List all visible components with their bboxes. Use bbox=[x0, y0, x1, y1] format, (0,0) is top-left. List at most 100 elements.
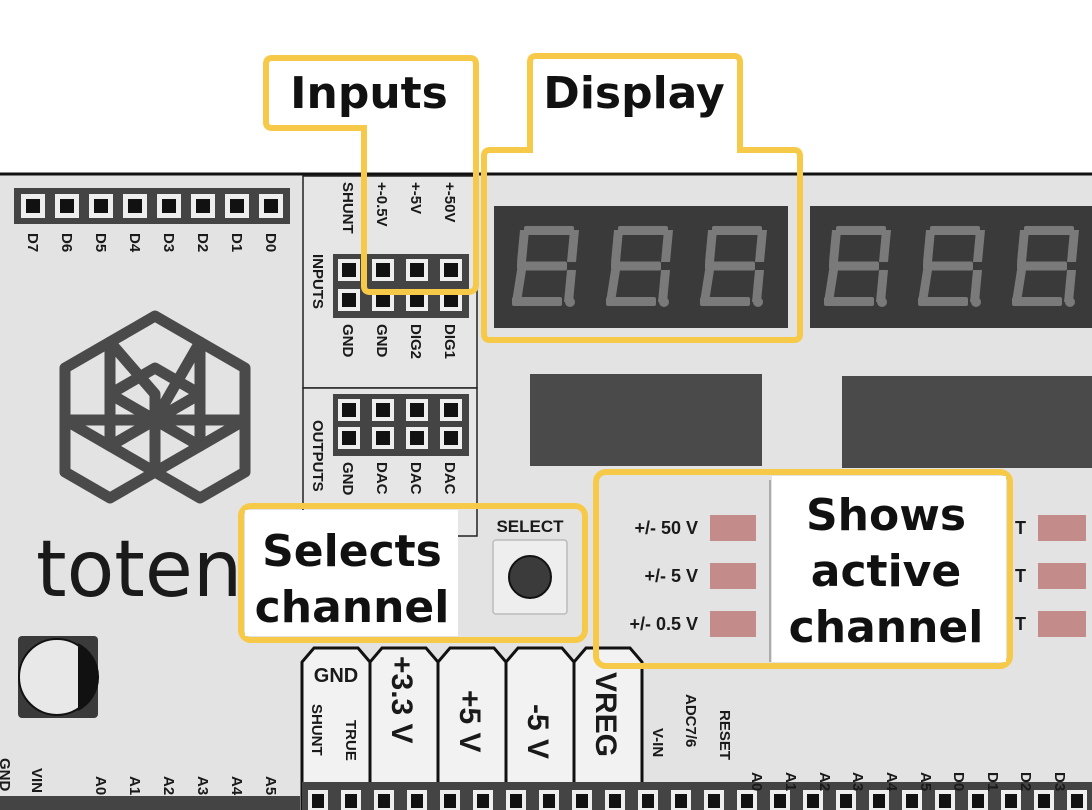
segment bbox=[970, 270, 982, 302]
header-pin-hole bbox=[94, 199, 108, 213]
input-bottom-label: DIG1 bbox=[441, 324, 458, 359]
callout-selects-line2: channel bbox=[255, 582, 450, 633]
header-pin-hole bbox=[162, 199, 176, 213]
header-pin-hole bbox=[230, 199, 244, 213]
bottom-pin-hole bbox=[972, 794, 984, 808]
input-pin-hole bbox=[444, 263, 458, 277]
segment bbox=[923, 230, 935, 262]
terminal-gnd: GND bbox=[314, 665, 358, 687]
input-pin-hole bbox=[376, 293, 390, 307]
header-pin-hole bbox=[264, 199, 278, 213]
callout-inputs: Inputs bbox=[263, 55, 479, 295]
segment bbox=[923, 261, 973, 271]
bottom-pin-hole bbox=[873, 794, 885, 808]
output-pin-hole bbox=[376, 403, 390, 417]
range-indicators: +/- 50 V+/- 5 V+/- 0.5 V bbox=[629, 515, 756, 637]
decimal-point bbox=[1065, 297, 1075, 307]
bottom-pin-hole bbox=[411, 794, 423, 808]
bottom-pin-label: D0 bbox=[950, 772, 967, 791]
callout-shows-line1: Shows bbox=[806, 490, 966, 541]
bottom-left-pin-label: A0 bbox=[92, 776, 109, 795]
input-pin-hole bbox=[342, 263, 356, 277]
segment bbox=[512, 297, 562, 306]
bottom-pin-label: A0 bbox=[748, 772, 765, 791]
segment bbox=[661, 230, 673, 262]
segment bbox=[705, 261, 755, 271]
bottom-pin-hole bbox=[444, 794, 456, 808]
range-led bbox=[710, 515, 756, 541]
range-label-partial: T bbox=[1015, 566, 1026, 586]
pin-label-d4: D4 bbox=[126, 233, 143, 253]
bottom-pin-label: D3 bbox=[1051, 772, 1068, 791]
bottom-pin-hole bbox=[543, 794, 555, 808]
bottom-pin-hole bbox=[576, 794, 588, 808]
range-label: +/- 5 V bbox=[644, 566, 698, 586]
segment bbox=[1024, 226, 1074, 235]
decimal-point bbox=[565, 297, 575, 307]
output-pin-hole bbox=[444, 403, 458, 417]
segment bbox=[973, 230, 985, 262]
bottom-pin-hole bbox=[939, 794, 951, 808]
bottom-pin-hole bbox=[807, 794, 819, 808]
terminal-minus-5v: -5 V bbox=[521, 704, 554, 759]
output-pin-hole bbox=[444, 431, 458, 445]
segment bbox=[524, 226, 574, 235]
segment bbox=[930, 226, 980, 235]
pin-label-d0: D0 bbox=[262, 233, 279, 252]
pin-label-d3: D3 bbox=[160, 233, 177, 252]
bottom-pin-label: ADC7/6 bbox=[682, 694, 699, 747]
inputs-side-label: INPUTS bbox=[309, 254, 326, 309]
bottom-pin-hole bbox=[675, 794, 687, 808]
callout-shows: Shows active channel bbox=[593, 469, 1013, 669]
segment bbox=[618, 226, 668, 235]
bottom-pin-hole bbox=[1005, 794, 1017, 808]
range-led bbox=[710, 611, 756, 637]
bottom-pin-hole bbox=[312, 794, 324, 808]
pin-label-d1: D1 bbox=[228, 233, 245, 252]
output-pin-hole bbox=[376, 431, 390, 445]
pin-label-d2: D2 bbox=[194, 233, 211, 252]
segment bbox=[700, 297, 750, 306]
bottom-pin-hole bbox=[906, 794, 918, 808]
segment bbox=[1017, 261, 1067, 271]
segment bbox=[1012, 270, 1026, 302]
seven-segment-display-1 bbox=[494, 206, 788, 328]
header-pin-hole bbox=[26, 199, 40, 213]
range-led bbox=[710, 563, 756, 589]
segment bbox=[1067, 230, 1079, 262]
bottom-pin-hole bbox=[477, 794, 489, 808]
input-bottom-label: GND bbox=[373, 324, 390, 358]
range-led bbox=[1038, 515, 1086, 541]
segment bbox=[829, 261, 879, 271]
terminal-3v3: +3.3 V bbox=[385, 656, 418, 744]
input-bottom-label: DIG2 bbox=[407, 324, 424, 359]
bottom-pin-hole bbox=[1038, 794, 1050, 808]
bottom-left-pin-label: A2 bbox=[160, 776, 177, 795]
segment bbox=[658, 270, 670, 302]
input-top-label: +-50V bbox=[441, 182, 458, 222]
select-button[interactable]: SELECT bbox=[492, 517, 568, 615]
output-bottom-label: DAC bbox=[407, 462, 424, 495]
bottom-left-pin-label: VIN bbox=[28, 768, 45, 793]
select-label: SELECT bbox=[496, 517, 564, 536]
pin-label-d6: D6 bbox=[58, 233, 75, 252]
decimal-point bbox=[753, 297, 763, 307]
bottom-left-pin-label: GND bbox=[0, 758, 13, 792]
bottom-pin-label: A5 bbox=[917, 772, 934, 791]
segment bbox=[755, 230, 767, 262]
segment bbox=[611, 230, 623, 262]
callout-display: Display bbox=[481, 53, 803, 343]
toten-logo-icon bbox=[59, 310, 251, 504]
bottom-pin-label: RESET bbox=[716, 710, 733, 760]
callout-shows-line2: active bbox=[811, 546, 961, 597]
output-bottom-label: GND bbox=[339, 462, 356, 496]
segment bbox=[712, 226, 762, 235]
bottom-pin-label: A3 bbox=[849, 772, 866, 791]
segment bbox=[700, 270, 714, 302]
output-pin-hole bbox=[342, 403, 356, 417]
decimal-point bbox=[659, 297, 669, 307]
input-pin-hole bbox=[342, 293, 356, 307]
